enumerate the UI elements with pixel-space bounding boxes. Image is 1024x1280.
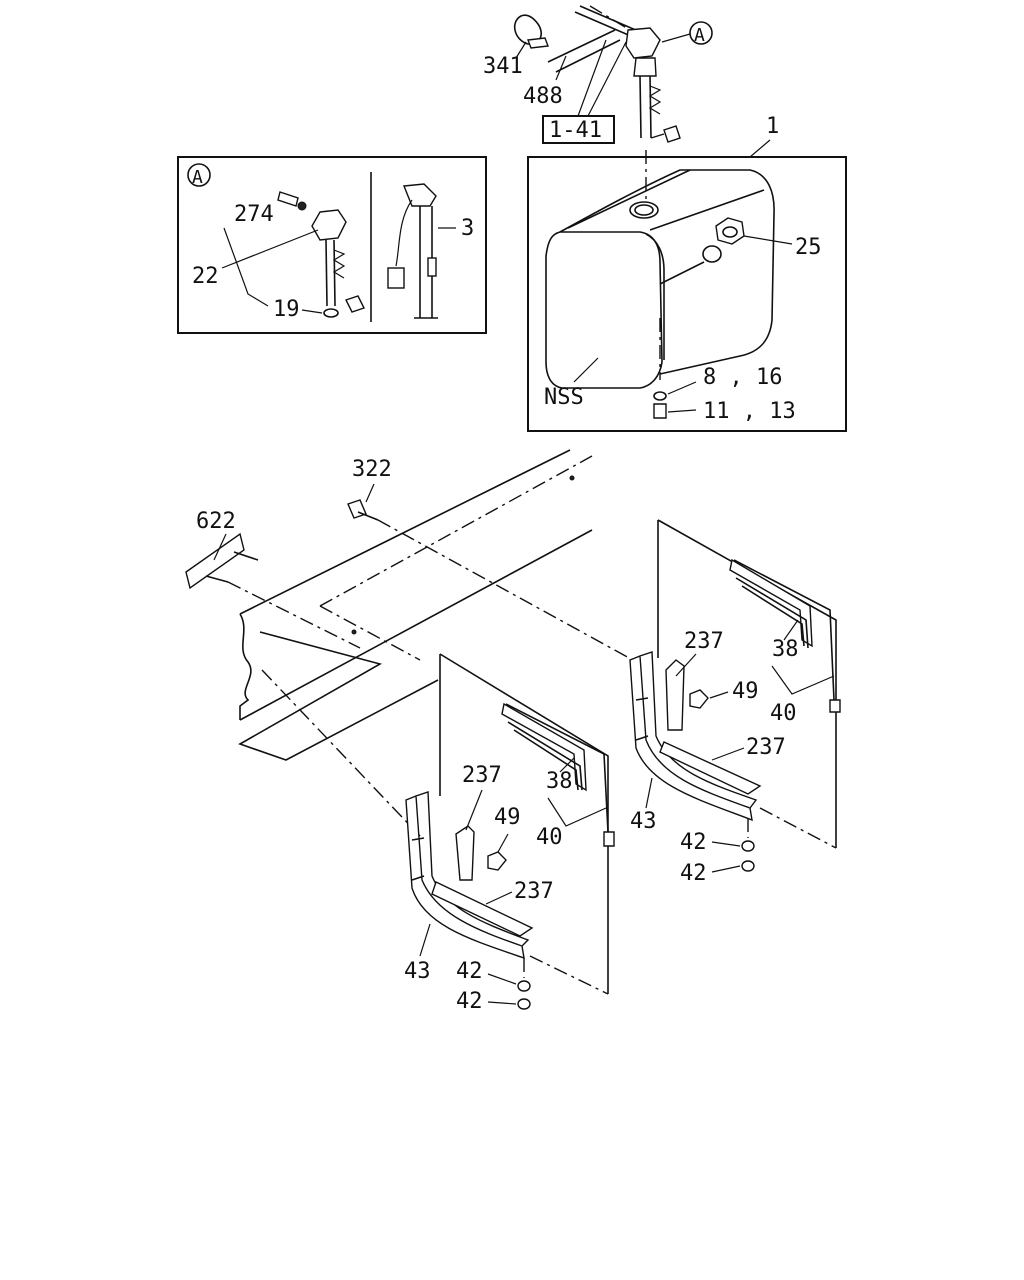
- detail-a-marker-label: A: [192, 167, 203, 188]
- right-49-label: 49: [732, 679, 759, 704]
- part-1-label: 1: [766, 114, 779, 139]
- left-38-label: 38: [546, 769, 573, 794]
- sender-unit-3: [387, 183, 438, 319]
- part-8-16-label: 8 , 16: [703, 365, 782, 390]
- right-42a-label: 42: [680, 830, 707, 855]
- part-19-label: 19: [273, 297, 300, 322]
- right-237a-label: 237: [684, 629, 724, 654]
- detail-a-inset: [177, 156, 487, 334]
- left-237a-label: 237: [462, 763, 502, 788]
- bolt-11-13: [653, 403, 667, 419]
- left-42b-label: 42: [456, 989, 483, 1014]
- circle-a-label: A: [694, 25, 705, 46]
- sender-unit-top: [625, 21, 713, 143]
- plate-622: [185, 532, 361, 649]
- left-237b-label: 237: [514, 879, 554, 904]
- left-49-label: 49: [494, 805, 521, 830]
- ref-1-41-box: [542, 115, 615, 144]
- gauge-unit-22: [277, 191, 365, 318]
- right-bracket-assembly: [629, 519, 841, 872]
- bolt-322: [347, 499, 641, 665]
- part-11-13-label: 11 , 13: [703, 399, 796, 424]
- ref-1-41-label: 1-41: [549, 118, 602, 143]
- right-38-label: 38: [772, 637, 799, 662]
- left-43-label: 43: [404, 959, 431, 984]
- fuel-tank-box: [527, 156, 847, 432]
- washer-8-16: [653, 391, 667, 401]
- part-341-label: 341: [483, 54, 523, 79]
- right-42b-label: 42: [680, 861, 707, 886]
- right-40-label: 40: [770, 701, 797, 726]
- left-40-label: 40: [536, 825, 563, 850]
- detail-a-callout-circle: [689, 21, 713, 45]
- part-3-label: 3: [461, 216, 474, 241]
- frame-rail: [238, 449, 593, 761]
- part-622-label: 622: [196, 509, 236, 534]
- part-322-label: 322: [352, 457, 392, 482]
- part-25-label: 25: [795, 235, 822, 260]
- part-274-label: 274: [234, 202, 274, 227]
- clip-341: [513, 14, 549, 49]
- nss-label: NSS: [544, 385, 584, 410]
- detail-a-marker: [187, 163, 211, 187]
- left-bracket-assembly: [261, 653, 615, 1010]
- part-488-label: 488: [523, 84, 563, 109]
- part-22-label: 22: [192, 264, 219, 289]
- right-43-label: 43: [630, 809, 657, 834]
- right-237b-label: 237: [746, 735, 786, 760]
- left-42a-label: 42: [456, 959, 483, 984]
